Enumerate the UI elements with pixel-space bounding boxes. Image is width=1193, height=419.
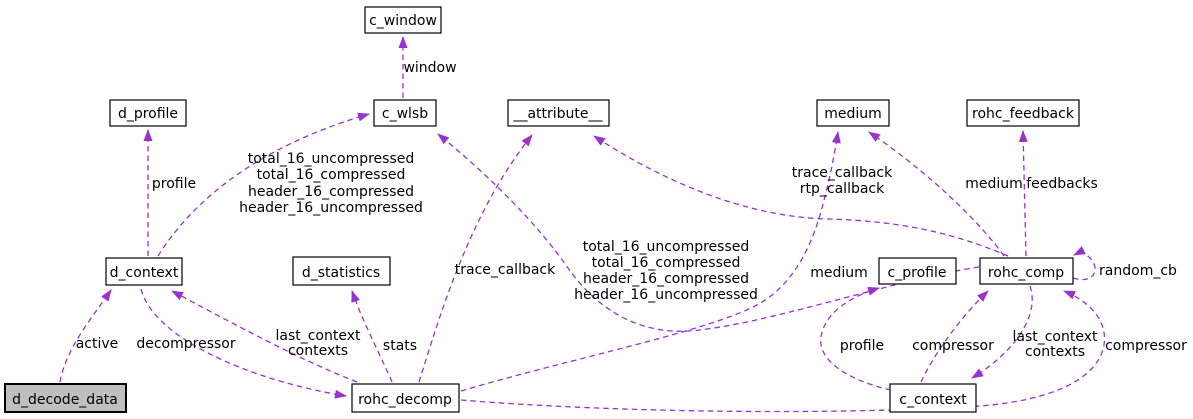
edge-label-contexts-right: contexts [1025, 344, 1085, 360]
node-rohc_comp[interactable]: rohc_comp [979, 257, 1074, 285]
edge-rohc_comp-c_context [971, 285, 1033, 379]
node-c_window[interactable]: c_window [364, 6, 442, 34]
node-label-c_window: c_window [369, 13, 437, 29]
edge-label-stats: stats [383, 338, 417, 354]
node-d_context[interactable]: d_context [105, 257, 183, 286]
edge-label-decompressor: decompressor [136, 336, 236, 352]
node-label-c_profile: c_profile [888, 265, 947, 281]
edge-rohc_comp-rohc_feedback [1018, 130, 1028, 257]
node-attribute[interactable]: __attribute__ [507, 99, 610, 127]
edge-c_context-rohc_comp [920, 290, 989, 383]
edge-label-random-cb: random_cb [1099, 263, 1177, 279]
edge-label-totals-center-1: total_16_uncompressed [583, 239, 750, 255]
node-label-attribute: __attribute__ [512, 106, 603, 122]
edge-label-last-context-right: last_context [1012, 329, 1098, 345]
edge-label-contexts: contexts [288, 343, 348, 359]
edge-rohc_decomp-d_statistics [351, 290, 393, 383]
edge-label-medium-left: medium [810, 265, 868, 281]
node-d_decode_data: d_decode_data [4, 383, 127, 413]
edge-label-window: window [403, 60, 456, 76]
edge-label-profile-bottom: profile [840, 338, 884, 354]
edge-label-medium-right: medium [965, 176, 1023, 192]
edge-label-totals-left-4: header_16_uncompressed [239, 200, 423, 216]
node-rohc_feedback[interactable]: rohc_feedback [966, 99, 1080, 127]
node-rohc_decomp[interactable]: rohc_decomp [351, 383, 460, 413]
edge-rohc_decomp-rohc_comp [460, 290, 1106, 413]
edge-rohc_decomp-medium [460, 131, 841, 392]
edge-label-totals-left-1: total_16_uncompressed [248, 151, 415, 167]
node-c_context[interactable]: c_context [889, 383, 977, 413]
node-label-medium: medium [824, 106, 882, 122]
edge-d_context-rohc_decomp [140, 288, 347, 399]
node-medium[interactable]: medium [816, 99, 890, 127]
edge-label-rtp-callback: rtp_callback [800, 181, 885, 197]
node-label-d_decode_data: d_decode_data [12, 392, 118, 408]
node-label-d_statistics: d_statistics [302, 265, 380, 281]
edge-rohc_comp-medium [868, 131, 1005, 257]
edge-rohc_comp-c_wlsb [437, 133, 980, 332]
edge-d_decode_data-d_context [59, 289, 112, 383]
edge-d_context-c_wlsb [157, 112, 370, 257]
node-c_wlsb[interactable]: c_wlsb [373, 99, 437, 127]
node-label-d_context: d_context [110, 265, 179, 281]
node-label-c_wlsb: c_wlsb [382, 106, 428, 122]
edge-label-profile-top: profile [152, 176, 196, 192]
node-label-rohc_decomp: rohc_decomp [358, 392, 452, 408]
edge-label-totals-center-3: header_16_compressed [583, 271, 749, 287]
edge-label-last-context: last_context [275, 328, 361, 344]
node-label-c_context: c_context [899, 392, 967, 408]
edge-rohc_decomp-d_context [171, 290, 358, 383]
edge-label-feedbacks: feedbacks [1026, 176, 1098, 192]
edge-label-totals-left-2: total_16_compressed [257, 167, 406, 183]
edge-label-compressor-1: compressor [912, 338, 994, 354]
node-label-rohc_feedback: rohc_feedback [972, 106, 1075, 122]
node-label-d_profile: d_profile [118, 106, 178, 122]
node-label-rohc_comp: rohc_comp [988, 265, 1064, 281]
edge-rohc_decomp-attribute [418, 134, 533, 383]
edge-label-totals-left-3: header_16_compressed [248, 184, 414, 200]
node-d_profile[interactable]: d_profile [109, 99, 187, 127]
edge-label-active: active [76, 336, 119, 352]
edge-label-trace-callback: trace_callback [455, 262, 556, 278]
node-c_profile[interactable]: c_profile [878, 257, 957, 285]
edge-rohc_comp-attribute [593, 135, 1009, 257]
edge-c_context-c_profile [820, 286, 892, 391]
edge-label-trace-callback-2: trace_callback [792, 165, 893, 181]
edge-label-totals-center-2: total_16_compressed [592, 255, 741, 271]
node-d_statistics[interactable]: d_statistics [292, 256, 391, 286]
edge-rohc_comp-self-random_cb [1072, 246, 1096, 281]
edge-label-totals-center-4: header_16_uncompressed [574, 287, 758, 303]
edge-label-compressor-2: compressor [1105, 338, 1187, 354]
